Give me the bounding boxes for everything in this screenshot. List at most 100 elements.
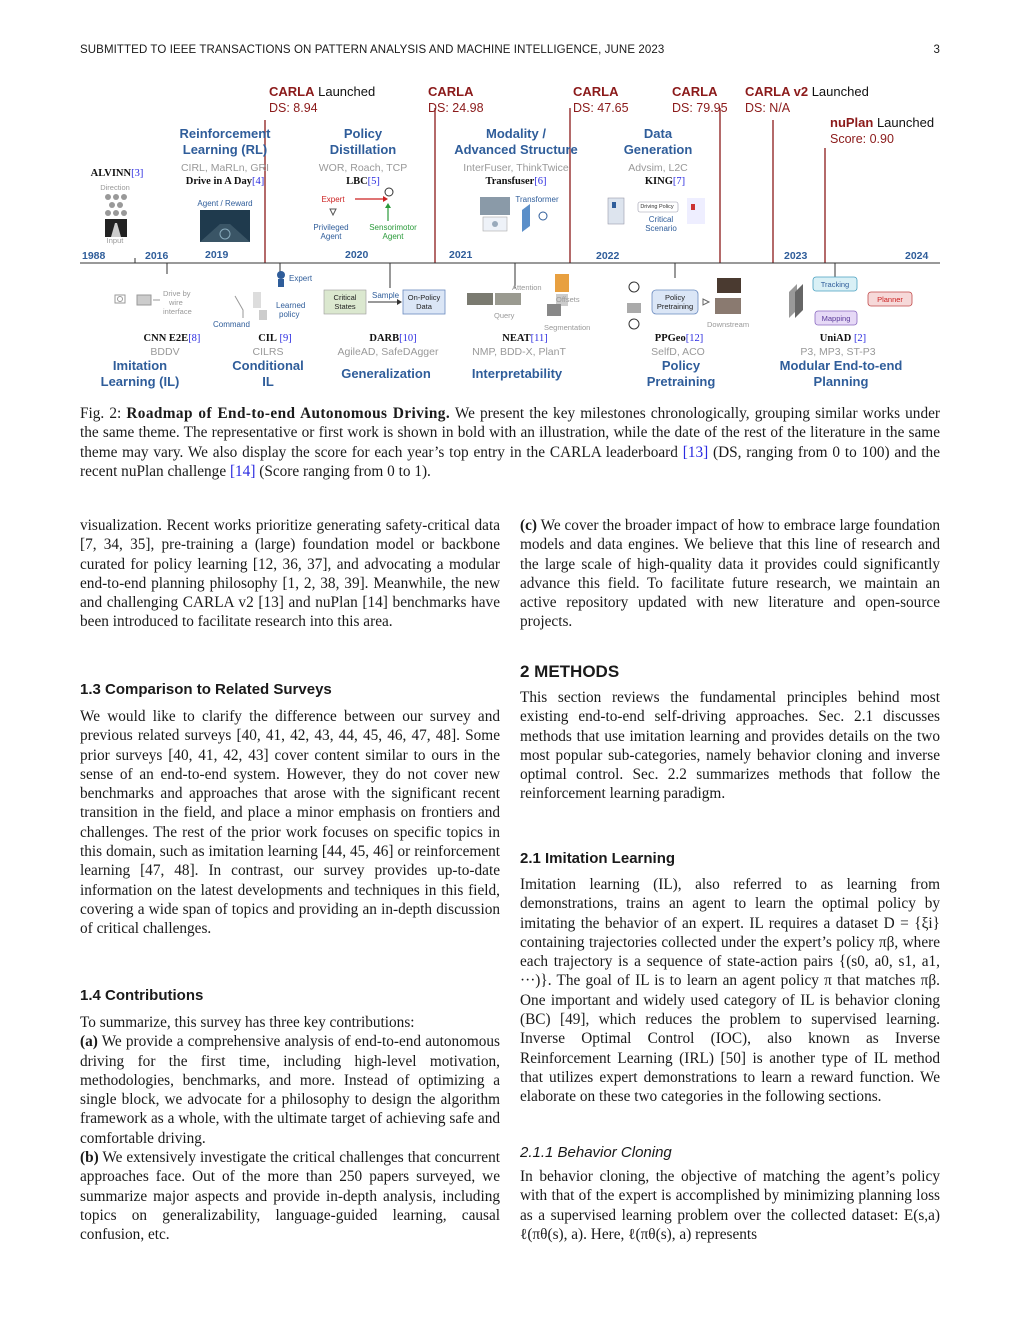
svg-text:DARB[10]: DARB[10] bbox=[369, 333, 416, 344]
svg-text:Driving Policy: Driving Policy bbox=[640, 204, 674, 210]
svg-text:Agent: Agent bbox=[383, 232, 405, 241]
king-illustration bbox=[607, 197, 705, 225]
svg-text:Sample: Sample bbox=[372, 291, 400, 300]
svg-text:Modular End-to-end: Modular End-to-end bbox=[780, 358, 903, 373]
svg-text:Sensorimotor: Sensorimotor bbox=[369, 223, 417, 232]
svg-text:WOR, Roach, TCP: WOR, Roach, TCP bbox=[319, 162, 408, 174]
alvinn: ALVINN[3] Direction Input bbox=[91, 168, 144, 245]
right-column-p1: This section reviews the fundamental pri… bbox=[520, 689, 940, 803]
svg-text:Input: Input bbox=[107, 236, 125, 245]
svg-text:SelfD, ACO: SelfD, ACO bbox=[651, 346, 705, 358]
svg-text:Generalization: Generalization bbox=[341, 366, 431, 381]
svg-text:NMP, BDD-X, PlanT: NMP, BDD-X, PlanT bbox=[472, 346, 566, 358]
svg-text:CIRL, MaRLn, GRI: CIRL, MaRLn, GRI bbox=[181, 162, 269, 174]
theme-policy-pretraining: PPGeo[12] SelfD, ACO Policy Pretraining bbox=[647, 333, 716, 389]
theme-modality: Modality / Advanced Structure InterFuser… bbox=[454, 126, 578, 204]
svg-text:2019: 2019 bbox=[205, 249, 229, 261]
svg-text:2023: 2023 bbox=[784, 250, 808, 262]
svg-text:NEAT[11]: NEAT[11] bbox=[502, 333, 548, 344]
right-column-p2: Imitation learning (IL), also referred t… bbox=[520, 876, 940, 1106]
neat-illustration: Attention Offsets Query Segmentation bbox=[467, 274, 590, 332]
driving-image-rl bbox=[200, 210, 250, 242]
svg-text:Planner: Planner bbox=[877, 295, 903, 304]
svg-text:CILRS: CILRS bbox=[253, 346, 284, 358]
svg-text:P3, MP3, ST-P3: P3, MP3, ST-P3 bbox=[800, 346, 875, 358]
svg-text:DS: 47.65: DS: 47.65 bbox=[573, 101, 629, 115]
carla-marker-2: CARLA DS: 47.65 bbox=[573, 84, 629, 115]
svg-text:ALVINN[3]: ALVINN[3] bbox=[91, 168, 144, 179]
svg-text:Pretraining: Pretraining bbox=[647, 374, 716, 389]
svg-text:UniAD [2]: UniAD [2] bbox=[820, 333, 866, 344]
svg-text:Learning (IL): Learning (IL) bbox=[101, 374, 180, 389]
theme-conditional-il: CIL [9] CILRS Conditional IL bbox=[232, 333, 304, 389]
svg-text:KING[7]: KING[7] bbox=[645, 176, 685, 187]
svg-text:Learning (RL): Learning (RL) bbox=[183, 142, 268, 157]
svg-text:2021: 2021 bbox=[449, 249, 473, 261]
carla-marker-lines bbox=[264, 108, 774, 263]
theme-generalization: DARB[10] AgileAD, SafeDAgger Generalizat… bbox=[338, 333, 439, 381]
figure-caption: Fig. 2: Roadmap of End-to-end Autonomous… bbox=[80, 405, 940, 480]
svg-text:Reinforcement: Reinforcement bbox=[179, 126, 271, 141]
section-1-3-heading: 1.3 Comparison to Related Surveys bbox=[80, 681, 332, 698]
svg-text:Distillation: Distillation bbox=[330, 142, 397, 157]
svg-text:Data: Data bbox=[644, 126, 673, 141]
theme-modular-planning: UniAD [2] P3, MP3, ST-P3 Modular End-to-… bbox=[780, 333, 903, 389]
svg-text:CARLA: CARLA bbox=[573, 84, 619, 99]
svg-text:AgileAD, SafeDAgger: AgileAD, SafeDAgger bbox=[338, 346, 439, 358]
svg-text:Attention: Attention bbox=[512, 283, 542, 292]
svg-text:Direction: Direction bbox=[100, 183, 130, 192]
svg-text:2024: 2024 bbox=[905, 250, 929, 262]
svg-text:2020: 2020 bbox=[345, 249, 369, 261]
svg-text:IL: IL bbox=[262, 374, 274, 389]
right-column-p3: In behavior cloning, the objective of ma… bbox=[520, 1168, 940, 1243]
svg-text:interface: interface bbox=[163, 307, 192, 316]
carla-marker-3: CARLA DS: 79.95 bbox=[672, 84, 728, 115]
carla-marker-4: CARLA v2 Launched DS: N/A bbox=[745, 84, 869, 115]
marker-name: CARLA bbox=[269, 84, 315, 99]
contribution-a-label: (a) bbox=[80, 1033, 98, 1051]
svg-text:Planning: Planning bbox=[814, 374, 869, 389]
svg-text:Agent / Reward: Agent / Reward bbox=[197, 199, 252, 208]
svg-text:Scenario: Scenario bbox=[645, 224, 677, 233]
theme-interpretability: NEAT[11] NMP, BDD-X, PlanT Interpretabil… bbox=[472, 333, 567, 381]
caption-ref-14[interactable]: [14] bbox=[229, 462, 256, 480]
caption-label: Fig. 2: bbox=[80, 405, 127, 422]
section-1-4-heading: 1.4 Contributions bbox=[80, 987, 204, 1004]
contribution-c-label: (c) bbox=[520, 517, 537, 534]
svg-text:LBC[5]: LBC[5] bbox=[346, 176, 380, 187]
cnn-e2e-illustration: Drive by wire interface bbox=[114, 289, 192, 316]
timeline-years: 1988 2016 2019 2020 2021 2022 2023 2024 bbox=[82, 249, 929, 262]
section-2-1-heading: 2.1 Imitation Learning bbox=[520, 850, 676, 867]
svg-text:CARLA: CARLA bbox=[428, 84, 474, 99]
svg-text:Policy: Policy bbox=[665, 293, 685, 302]
nuplan-marker: nuPlan Launched Score: 0.90 bbox=[830, 115, 934, 146]
left-column-p1: visualization. Recent works prioritize g… bbox=[80, 517, 500, 631]
svg-text:Segmentation: Segmentation bbox=[544, 323, 590, 332]
svg-text:CARLA Launched: CARLA Launched bbox=[269, 84, 375, 99]
svg-text:InterFuser, ThinkTwice: InterFuser, ThinkTwice bbox=[463, 162, 569, 174]
svg-text:Mapping: Mapping bbox=[822, 314, 851, 323]
svg-text:Tracking: Tracking bbox=[821, 280, 849, 289]
theme-imitation-learning: CNN E2E[8] BDDV Imitation Learning (IL) bbox=[101, 333, 201, 389]
svg-text:Critical: Critical bbox=[649, 215, 674, 224]
svg-text:Expert: Expert bbox=[289, 274, 313, 283]
transfuser-illustration bbox=[480, 197, 548, 232]
svg-text:Drive in A Day[4]: Drive in A Day[4] bbox=[186, 176, 264, 187]
left-column-p2: We would like to clarify the difference … bbox=[80, 708, 500, 938]
caption-ref-13[interactable]: [13] bbox=[682, 443, 709, 461]
svg-text:Data: Data bbox=[416, 302, 433, 311]
roadmap-figure: CARLA Launched DS: 8.94 CARLA DS: 24.98 … bbox=[80, 84, 940, 389]
svg-text:Transformer: Transformer bbox=[515, 195, 559, 204]
svg-text:Command: Command bbox=[213, 320, 250, 329]
section-2-heading: 2 METHODS bbox=[520, 662, 620, 681]
svg-text:nuPlan Launched: nuPlan Launched bbox=[830, 115, 934, 130]
cil-illustration: Expert Learned policy Command bbox=[213, 271, 313, 329]
right-column-c: (c) We cover the broader impact of how t… bbox=[520, 517, 940, 631]
darb-illustration: Critical States Sample On-Policy Data bbox=[323, 289, 446, 315]
svg-text:Pretraining: Pretraining bbox=[657, 302, 693, 311]
svg-text:Generation: Generation bbox=[624, 142, 693, 157]
svg-text:States: States bbox=[334, 302, 356, 311]
theme-data-generation: Data Generation Advsim, L2C KING[7] Driv… bbox=[624, 126, 693, 233]
svg-text:2016: 2016 bbox=[145, 250, 169, 262]
svg-text:Interpretability: Interpretability bbox=[472, 366, 563, 381]
